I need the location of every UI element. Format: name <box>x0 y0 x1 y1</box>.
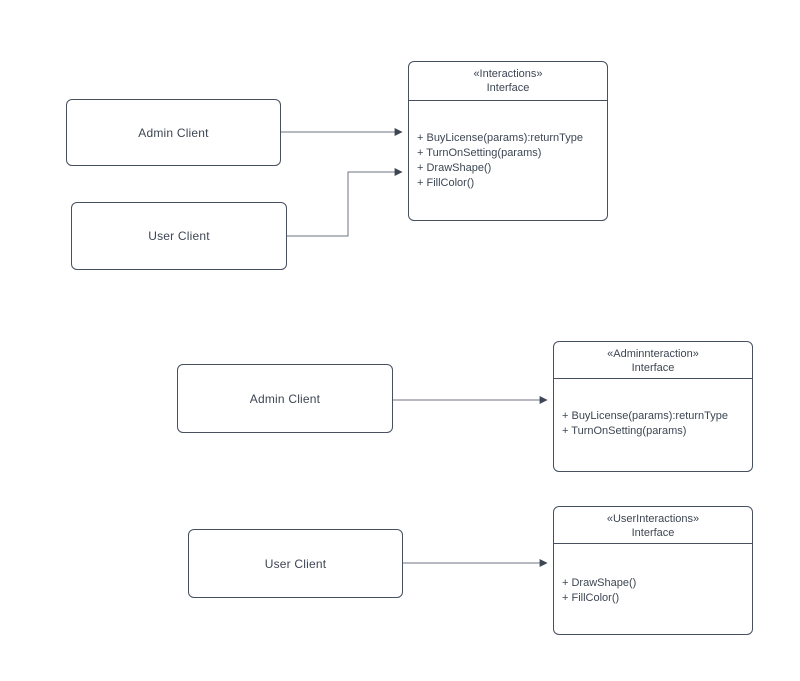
client-box-admin-top: Admin Client <box>66 99 281 166</box>
client-label-admin-mid: Admin Client <box>249 391 321 406</box>
interface-method: + BuyLicense(params):returnType <box>417 132 583 144</box>
interface-title: Interface <box>631 527 675 539</box>
interface-method: + DrawShape() <box>562 577 637 589</box>
interface-method-list: + BuyLicense(params):returnType + TurnOnS… <box>409 101 607 191</box>
interface-stereotype: «Interactions» <box>473 68 543 80</box>
interface-method-list: + DrawShape() + FillColor() <box>554 544 752 606</box>
interface-header: «Interactions» Interface <box>409 62 607 101</box>
interface-stereotype: «UserInteractions» <box>606 513 700 525</box>
client-box-user-bottom: User Client <box>188 529 403 598</box>
client-box-user-top: User Client <box>71 202 287 270</box>
interface-title: Interface <box>631 362 675 374</box>
interface-method: + FillColor() <box>417 177 475 189</box>
client-label-user-bottom: User Client <box>264 556 327 571</box>
interface-title: Interface <box>486 82 530 94</box>
interface-box-admininteraction: «Adminnteraction» Interface + BuyLicense… <box>553 341 753 472</box>
interface-method-list: + BuyLicense(params):returnType + TurnOnS… <box>554 379 752 439</box>
interface-box-interactions: «Interactions» Interface + BuyLicense(pa… <box>408 61 608 221</box>
interface-header: «Adminnteraction» Interface <box>554 342 752 379</box>
interface-method: + TurnOnSetting(params) <box>417 147 542 159</box>
interface-stereotype: «Adminnteraction» <box>607 348 699 360</box>
client-label-admin-top: Admin Client <box>138 125 209 140</box>
interface-method: + TurnOnSetting(params) <box>562 425 687 437</box>
interface-method: + FillColor() <box>562 592 620 604</box>
interface-method: + BuyLicense(params):returnType <box>562 410 728 422</box>
client-label-user-top: User Client <box>148 229 210 243</box>
client-box-admin-mid: Admin Client <box>177 364 393 433</box>
interface-method: + DrawShape() <box>417 162 492 174</box>
interface-header: «UserInteractions» Interface <box>554 507 752 544</box>
interface-box-userinteractions: «UserInteractions» Interface + DrawShape… <box>553 506 753 635</box>
connector-user-top-to-interactions <box>287 168 403 237</box>
